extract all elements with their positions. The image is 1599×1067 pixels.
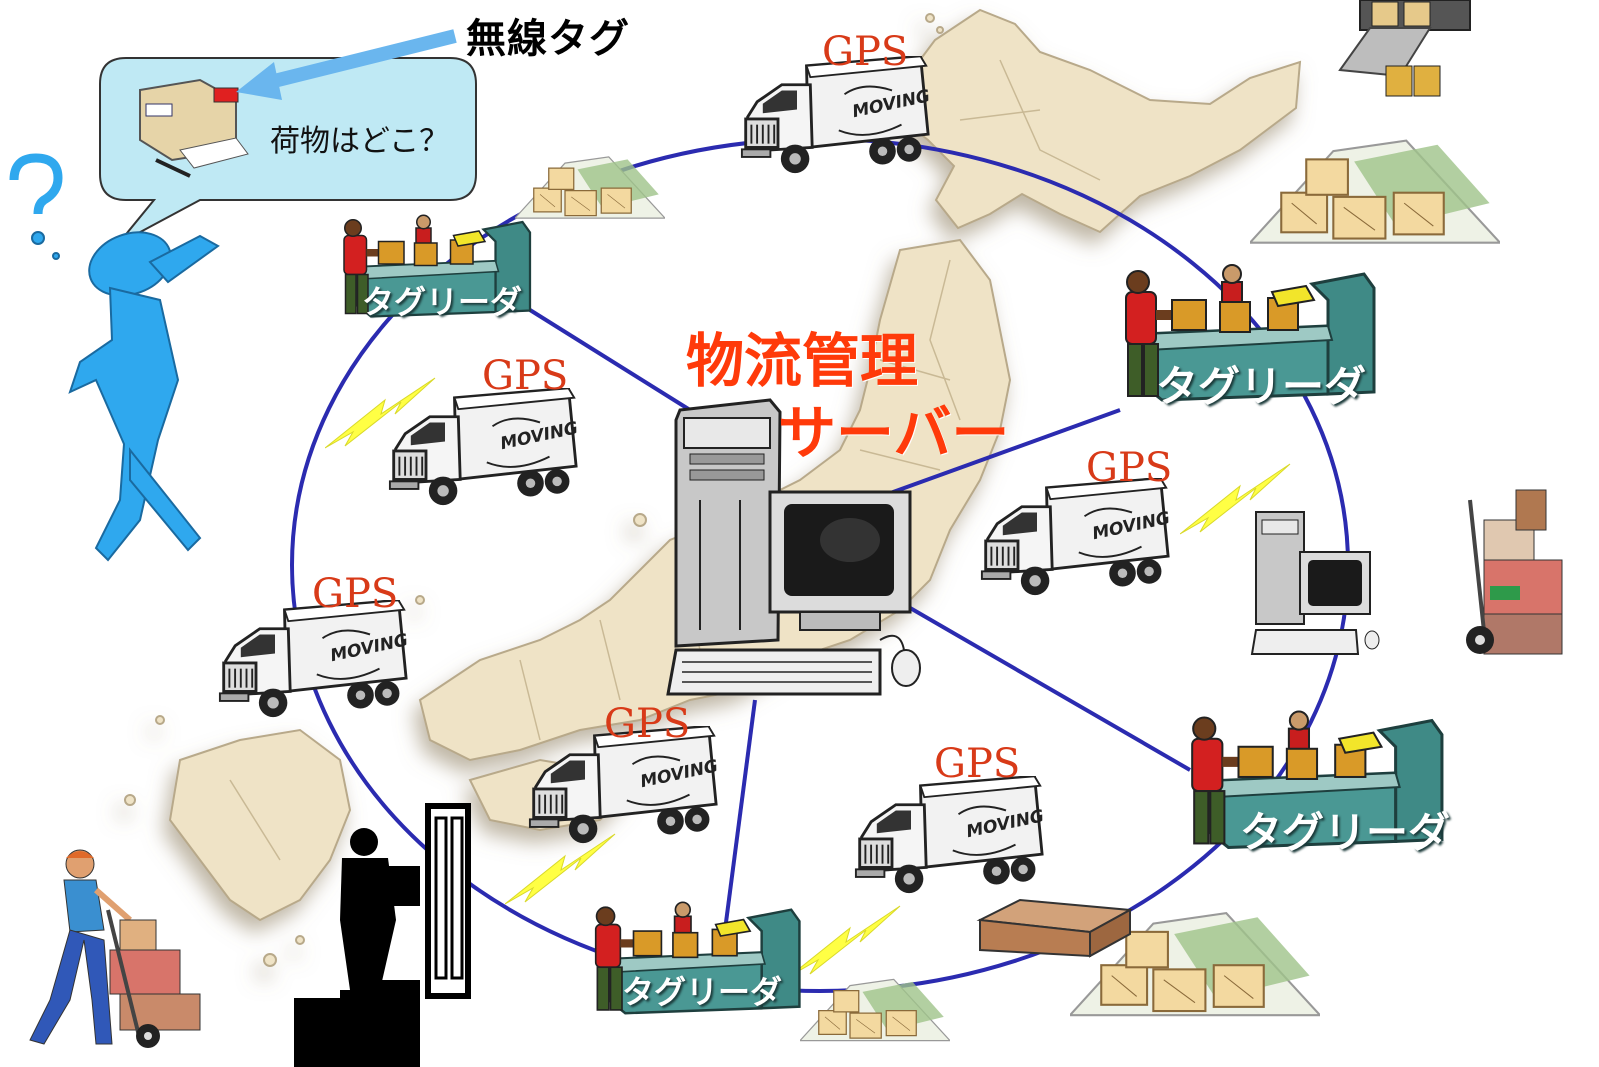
- gps-truck: [854, 776, 1044, 895]
- lightning-bolt: [505, 833, 616, 905]
- gps-label: GPS: [604, 701, 691, 747]
- bubble-text: 荷物はどこ？: [270, 124, 450, 159]
- tag-reader-label: タグリーダ: [1240, 808, 1451, 857]
- lightning-bolt: [790, 905, 901, 977]
- package-pile: [1250, 139, 1500, 244]
- gps-truck: [980, 478, 1170, 597]
- gps-label: GPS: [482, 353, 569, 399]
- speech-bubble: [99, 29, 477, 245]
- loading-truck-top-right: [1338, 0, 1471, 97]
- link-server-reader-ne: [884, 408, 1121, 497]
- server-title-line1: 物流管理: [686, 327, 919, 395]
- gps-label: GPS: [934, 741, 1021, 787]
- courier-with-cart: [29, 849, 201, 1048]
- link-server-reader-s: [723, 699, 757, 931]
- server-title-line2: サーバー: [778, 399, 1010, 467]
- confused-person: [9, 153, 220, 562]
- gps-truck: [388, 388, 578, 507]
- link-server-reader-nw: [528, 308, 692, 412]
- tag-reader-label: タグリーダ: [622, 973, 783, 1011]
- door-delivery: [294, 803, 471, 1067]
- management-server: [666, 398, 921, 696]
- flat-package: [976, 898, 1134, 958]
- tag-reader-label: タグリーダ: [1156, 362, 1367, 411]
- gps-label: GPS: [1086, 445, 1173, 491]
- map-kyushu: [168, 728, 352, 922]
- package-pile: [515, 156, 665, 219]
- gps-label: GPS: [312, 571, 399, 617]
- link-server-reader-se: [903, 603, 1192, 772]
- gps-label: GPS: [822, 29, 909, 75]
- gps-truck: [218, 600, 408, 719]
- client-pc: [1250, 511, 1380, 655]
- wireless-tag-label: 無線タグ: [466, 16, 630, 62]
- hand-truck-right: [1466, 489, 1563, 655]
- map-hokkaido: [898, 8, 1302, 234]
- package-pile: [800, 978, 950, 1042]
- tag-reader-label: タグリーダ: [362, 283, 523, 321]
